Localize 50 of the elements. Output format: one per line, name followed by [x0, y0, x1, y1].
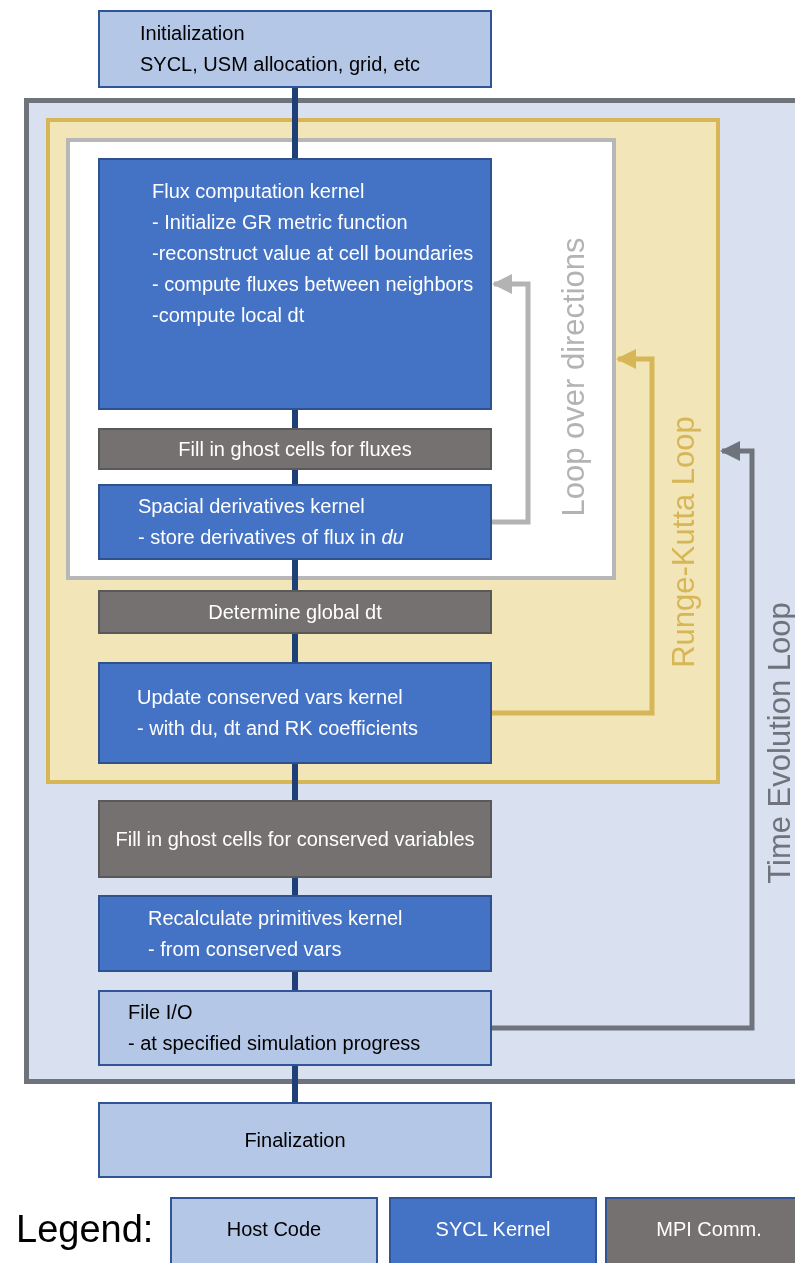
flow-line [292, 470, 298, 484]
loop-arrow [492, 441, 755, 1031]
box-text: - from conserved vars [148, 936, 343, 962]
loop-panel [46, 118, 720, 784]
loop-label: Loop over directions [557, 237, 589, 517]
box-title: Finalization [244, 1127, 346, 1153]
process-box [98, 1102, 492, 1178]
flow-line [292, 878, 298, 895]
box-title: Initialization [140, 21, 246, 46]
process-box [98, 590, 492, 634]
box-text: SYCL, USM allocation, grid, etc [140, 52, 422, 77]
flow-line [292, 410, 298, 428]
box-title: Fill in ghost cells for fluxes [178, 436, 412, 462]
box-title: Recalculate primitives kernel [148, 905, 404, 931]
process-box [98, 158, 492, 410]
process-box [98, 428, 492, 470]
legend-text: MPI Comm. [656, 1217, 762, 1242]
flow-line [292, 1066, 298, 1102]
legend-heading: Legend: [16, 1210, 154, 1248]
box-text: - Initialize GR metric function [152, 210, 409, 235]
box-text: - with du, dt and RK coefficients [137, 716, 419, 741]
box-title: File I/O [128, 1000, 194, 1025]
loop-arrow [492, 274, 531, 525]
flow-line [292, 560, 298, 590]
flow-line [292, 88, 298, 158]
process-box [98, 895, 492, 972]
loop-label: Runge-Kutta Loop [667, 416, 699, 668]
flow-line [292, 634, 298, 662]
box-title: Determine global dt [208, 599, 382, 625]
box-text: -reconstruct value at cell boundaries [152, 241, 475, 266]
box-text: - store derivatives of flux in du [138, 525, 405, 550]
box-title: Update conserved vars kernel [137, 685, 404, 710]
loop-panel [66, 138, 616, 580]
process-box [98, 484, 492, 560]
loop-arrow [492, 349, 655, 716]
legend-text: Host Code [226, 1217, 322, 1242]
box-text: - compute fluxes between neighbors [152, 272, 475, 297]
box-title: Flux computation kernel [152, 179, 366, 204]
legend-text: SYCL Kernel [435, 1217, 551, 1242]
box-title: Spacial derivatives kernel [138, 494, 366, 519]
flow-line [292, 972, 298, 990]
box-text: - at specified simulation progress [128, 1031, 422, 1056]
process-box [98, 800, 492, 878]
box-text: -compute local dt [152, 303, 306, 328]
process-box [98, 10, 492, 88]
loop-panel [24, 98, 795, 1084]
process-box [98, 990, 492, 1066]
flow-line [292, 764, 298, 800]
process-box [98, 662, 492, 764]
box-title: Fill in ghost cells for conserved variables [115, 826, 475, 852]
